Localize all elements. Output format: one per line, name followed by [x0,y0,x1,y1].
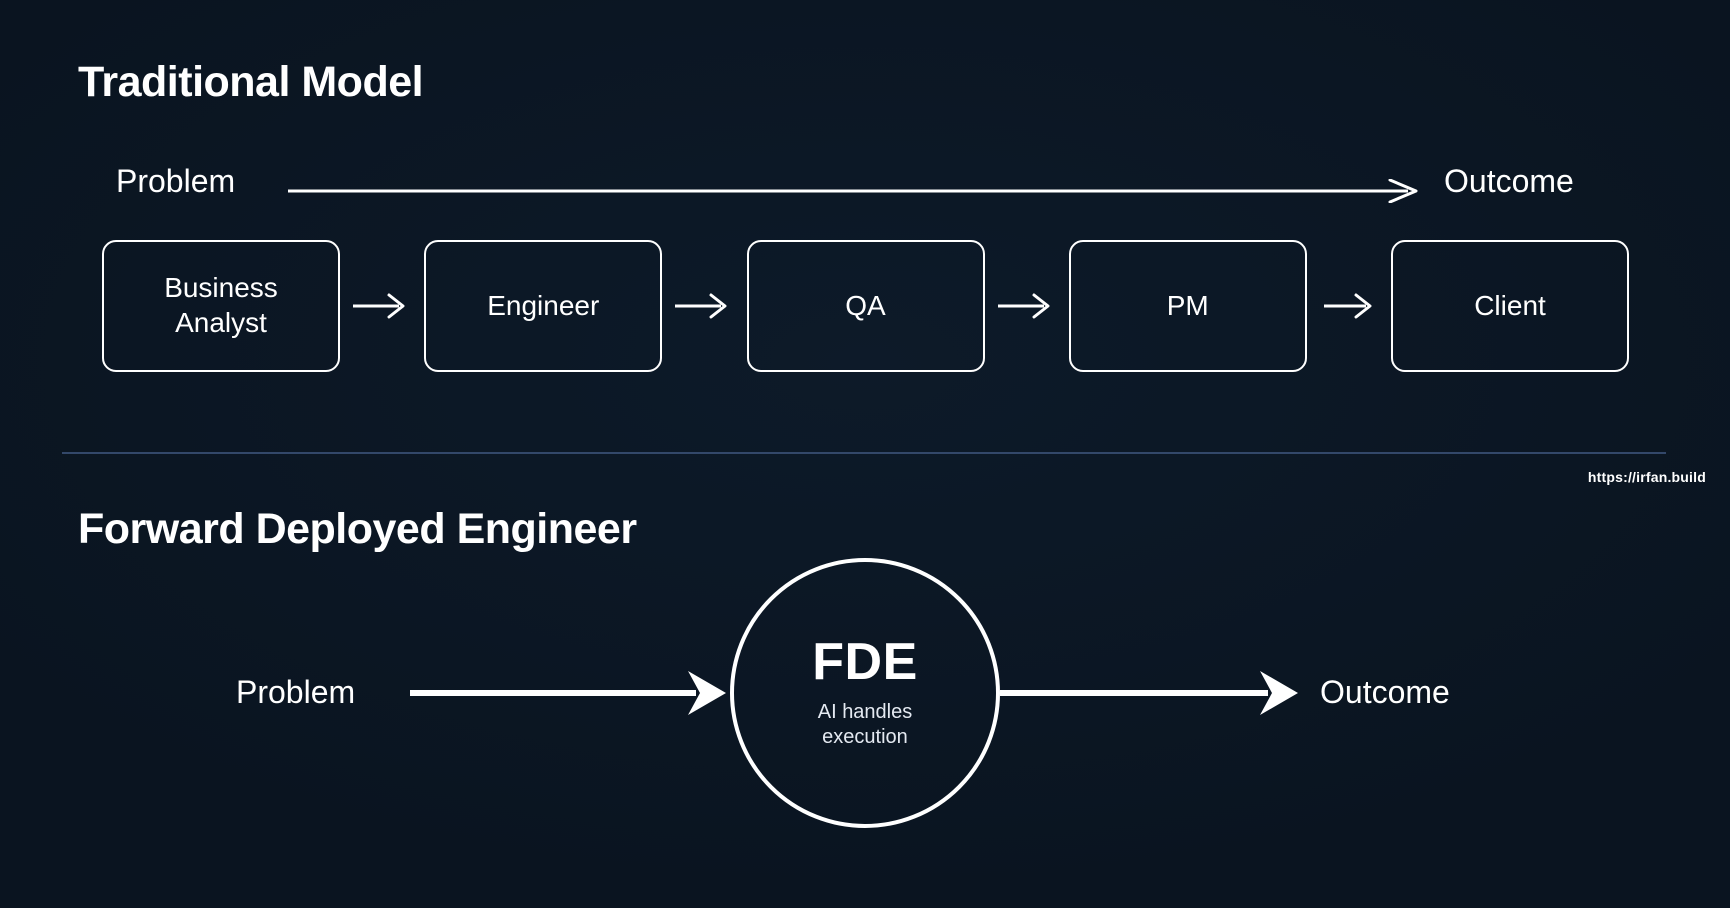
pipeline-step-label: Client [1474,289,1546,321]
pipeline-step-label: Business Analyst [164,272,278,338]
fde-output-arrow [1000,671,1298,715]
fde-node-title: FDE [812,633,918,691]
arrow-right-icon [1323,293,1372,319]
section-divider [62,452,1666,454]
pipeline-step-pm[interactable]: PM [1068,240,1307,372]
fde-node[interactable]: FDE AI handles execution [730,558,1000,828]
fde-node-subtitle: AI handles execution [817,701,913,748]
traditional-outcome-label: Outcome [1444,163,1574,199]
traditional-flow-arrow [288,179,1418,203]
traditional-pipeline: Business Analyst Engineer QA PM [102,240,1629,372]
pipeline-step-qa[interactable]: QA [746,240,985,372]
pipeline-step-client[interactable]: Client [1391,240,1629,372]
pipeline-step-business-analyst[interactable]: Business Analyst [102,240,340,372]
traditional-model-title: Traditional Model [78,58,424,106]
pipeline-step-engineer[interactable]: Engineer [424,240,663,372]
fde-outcome-label: Outcome [1320,674,1450,710]
fde-problem-label: Problem [236,674,356,710]
source-watermark: https://irfan.build [1587,469,1706,485]
traditional-problem-label: Problem [116,163,236,199]
pipeline-step-label: Engineer [487,289,600,321]
pipeline-step-label: QA [845,289,886,321]
arrow-right-icon [675,293,727,319]
fde-section-title: Forward Deployed Engineer [78,505,637,553]
fde-input-arrow [410,671,726,715]
arrow-right-icon [997,293,1050,319]
pipeline-step-label: PM [1166,289,1209,321]
arrow-right-icon [353,293,405,319]
